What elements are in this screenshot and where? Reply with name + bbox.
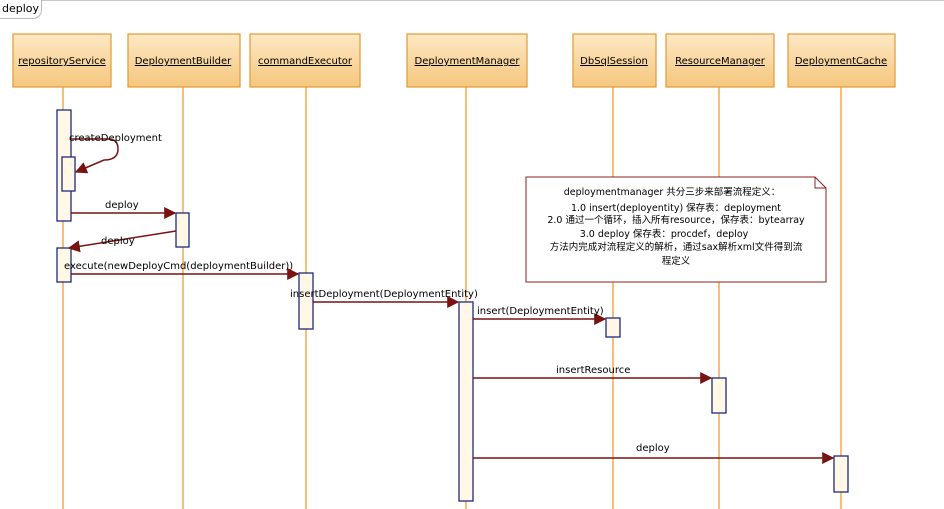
activation-bar[interactable] <box>833 455 849 493</box>
note-line: 1.0 insert(deployentity) 保存表：deployment <box>571 202 781 214</box>
note-line: 3.0 deploy 保存表：procdef，deploy <box>580 228 749 240</box>
note-line: deploymentmanager 共分三步来部署流程定义： <box>564 186 781 198</box>
message-label: insert(DeploymentEntity) <box>477 306 604 317</box>
activation-bar[interactable] <box>298 272 314 330</box>
lifeline-header-label: DbSqlSession <box>580 56 648 67</box>
message-label: deploy <box>636 443 670 454</box>
message-arrow-deploy-return[interactable] <box>67 230 177 253</box>
message-label: execute(newDeployCmd(deploymentBuilder)) <box>64 261 293 272</box>
activation-bar[interactable] <box>56 247 72 283</box>
note-line: 程定义 <box>662 255 691 267</box>
activation-bar[interactable] <box>458 301 474 502</box>
lifeline-header-box[interactable] <box>572 33 657 88</box>
lifeline-header-box[interactable] <box>12 33 112 88</box>
lifeline-ResourceManager[interactable]: ResourceManager <box>665 33 775 509</box>
lifeline-header-label: DeploymentBuilder <box>135 56 232 67</box>
activation-bar[interactable] <box>61 156 76 192</box>
lifeline-header-label: DeploymentManager <box>415 56 521 67</box>
lifeline-header-box[interactable] <box>406 33 528 88</box>
note-shape <box>525 176 827 283</box>
message-label: insertResource <box>556 365 630 376</box>
lifeline-DeploymentBuilder[interactable]: DeploymentBuilder <box>127 33 241 509</box>
tab-bar-line <box>0 0 944 1</box>
note-corner-fold <box>814 177 826 189</box>
lifeline-header-box[interactable] <box>787 33 896 88</box>
lifeline-header-label: DeploymentCache <box>795 56 887 67</box>
message-label: deploy <box>101 236 135 247</box>
lifeline-repositoryService[interactable]: repositoryService <box>12 33 112 509</box>
diagram-tab[interactable]: deploy <box>0 0 42 19</box>
lifeline-header-box[interactable] <box>127 33 241 88</box>
note-line: 2.0 通过一个循环，插入所有resource，保存表：bytearray <box>547 214 805 226</box>
message-label: createDeployment <box>69 133 162 144</box>
message-label: deploy <box>105 200 139 211</box>
lifeline-commandExecutor[interactable]: commandExecutor <box>249 33 361 509</box>
lifeline-header-label: repositoryService <box>18 56 106 67</box>
message-arrow-createDeployment[interactable] <box>71 138 119 174</box>
lifeline-DeploymentCache[interactable]: DeploymentCache <box>787 33 896 509</box>
activation-bar[interactable] <box>605 317 621 338</box>
lifeline-header-box[interactable] <box>249 33 361 88</box>
activation-bar[interactable] <box>711 377 727 414</box>
lifeline-DeploymentManager[interactable]: DeploymentManager <box>406 33 528 509</box>
message-label: insertDeployment(DeploymentEntity) <box>290 289 478 300</box>
activation-bar[interactable] <box>175 212 190 248</box>
note-line: 方法内完成对流程定义的解析，通过sax解析xml文件得到流 <box>550 241 803 253</box>
lifeline-DbSqlSession[interactable]: DbSqlSession <box>572 33 657 509</box>
diagram-tab-title: deploy <box>2 2 40 15</box>
lifeline-header-label: ResourceManager <box>675 56 766 67</box>
note-box[interactable]: deploymentmanager 共分三步来部署流程定义： 1.0 inser… <box>525 176 827 283</box>
lifeline-header-label: commandExecutor <box>258 56 353 67</box>
lifeline-header-box[interactable] <box>665 33 775 88</box>
